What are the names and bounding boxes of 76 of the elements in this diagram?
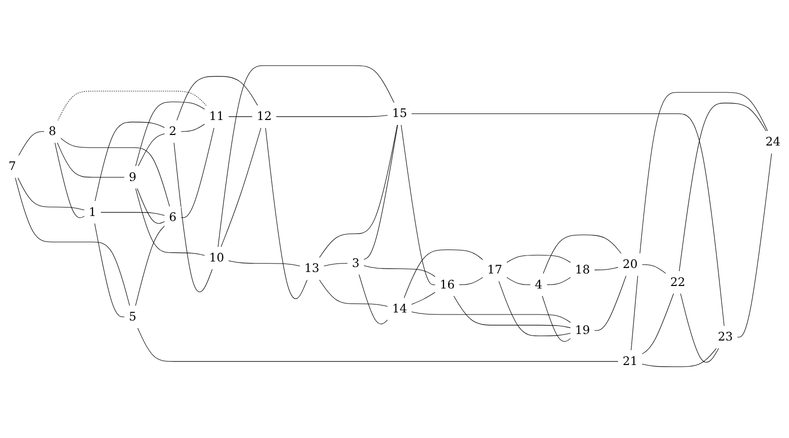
- connector: [411, 312, 572, 323]
- connector: [319, 124, 398, 258]
- connector: [542, 234, 622, 274]
- connector: [220, 127, 262, 248]
- connector: [411, 113, 724, 326]
- connector: [56, 142, 125, 178]
- connector: [135, 225, 166, 306]
- node-text: 17: [487, 263, 502, 277]
- connector: [18, 131, 45, 156]
- node-text: 9: [128, 170, 136, 184]
- connector: [94, 122, 166, 202]
- connector: [319, 279, 388, 307]
- connector: [680, 293, 720, 362]
- connector: [14, 177, 130, 306]
- connector: [228, 116, 253, 117]
- connector: [642, 348, 717, 368]
- connector: [137, 328, 619, 362]
- connector: [218, 65, 394, 248]
- connector: [54, 142, 85, 218]
- node-text: 23: [718, 330, 733, 344]
- connector: [498, 280, 572, 336]
- node-text: 4: [534, 278, 542, 292]
- connector: [642, 293, 674, 354]
- node-text: 16: [440, 278, 455, 292]
- node-text: 21: [622, 354, 638, 368]
- node-text: 5: [128, 310, 136, 324]
- connector: [265, 127, 308, 300]
- connector: [400, 124, 436, 286]
- node-text: 11: [209, 110, 224, 124]
- connector: [630, 92, 768, 351]
- connector: [180, 124, 206, 132]
- node-text: 13: [304, 262, 320, 276]
- node-text: 2: [169, 124, 177, 138]
- connector: [594, 266, 619, 270]
- node-text: 3: [352, 256, 360, 270]
- connector: [100, 212, 166, 216]
- connector: [358, 274, 388, 324]
- connector: [174, 142, 213, 292]
- node-text: 18: [575, 263, 590, 277]
- connector: [411, 292, 436, 305]
- connector: [404, 250, 484, 298]
- connector: [135, 188, 206, 256]
- connector: [276, 114, 388, 117]
- connector: [542, 296, 572, 342]
- connector: [594, 275, 626, 331]
- node-text: 14: [392, 302, 408, 316]
- connector: [453, 296, 572, 328]
- connector: [736, 152, 772, 338]
- node-text: 10: [209, 251, 224, 265]
- connector: [363, 124, 398, 260]
- connector: [506, 254, 572, 263]
- connector: [180, 127, 214, 218]
- connector: [138, 133, 166, 167]
- node-text: 7: [8, 160, 16, 174]
- node-text: 15: [392, 107, 408, 120]
- connector: [228, 260, 300, 266]
- connector: [60, 138, 170, 207]
- connector: [458, 277, 484, 286]
- connector: [17, 177, 85, 210]
- node-text: 12: [256, 110, 272, 124]
- node-text: 8: [48, 124, 56, 138]
- connector: [323, 263, 348, 266]
- connector: [58, 90, 207, 121]
- connector: [642, 264, 666, 274]
- node-text: 1: [88, 206, 96, 219]
- connector: [546, 277, 572, 286]
- connector: [176, 76, 258, 121]
- node-text: 19: [575, 324, 590, 338]
- connector: [678, 102, 767, 272]
- connector: [363, 265, 436, 278]
- connector: [94, 223, 125, 318]
- connector: [135, 102, 206, 167]
- node-text: 22: [670, 276, 686, 290]
- connector: [136, 188, 166, 224]
- connector: [506, 277, 531, 286]
- node-text: 24: [765, 136, 780, 149]
